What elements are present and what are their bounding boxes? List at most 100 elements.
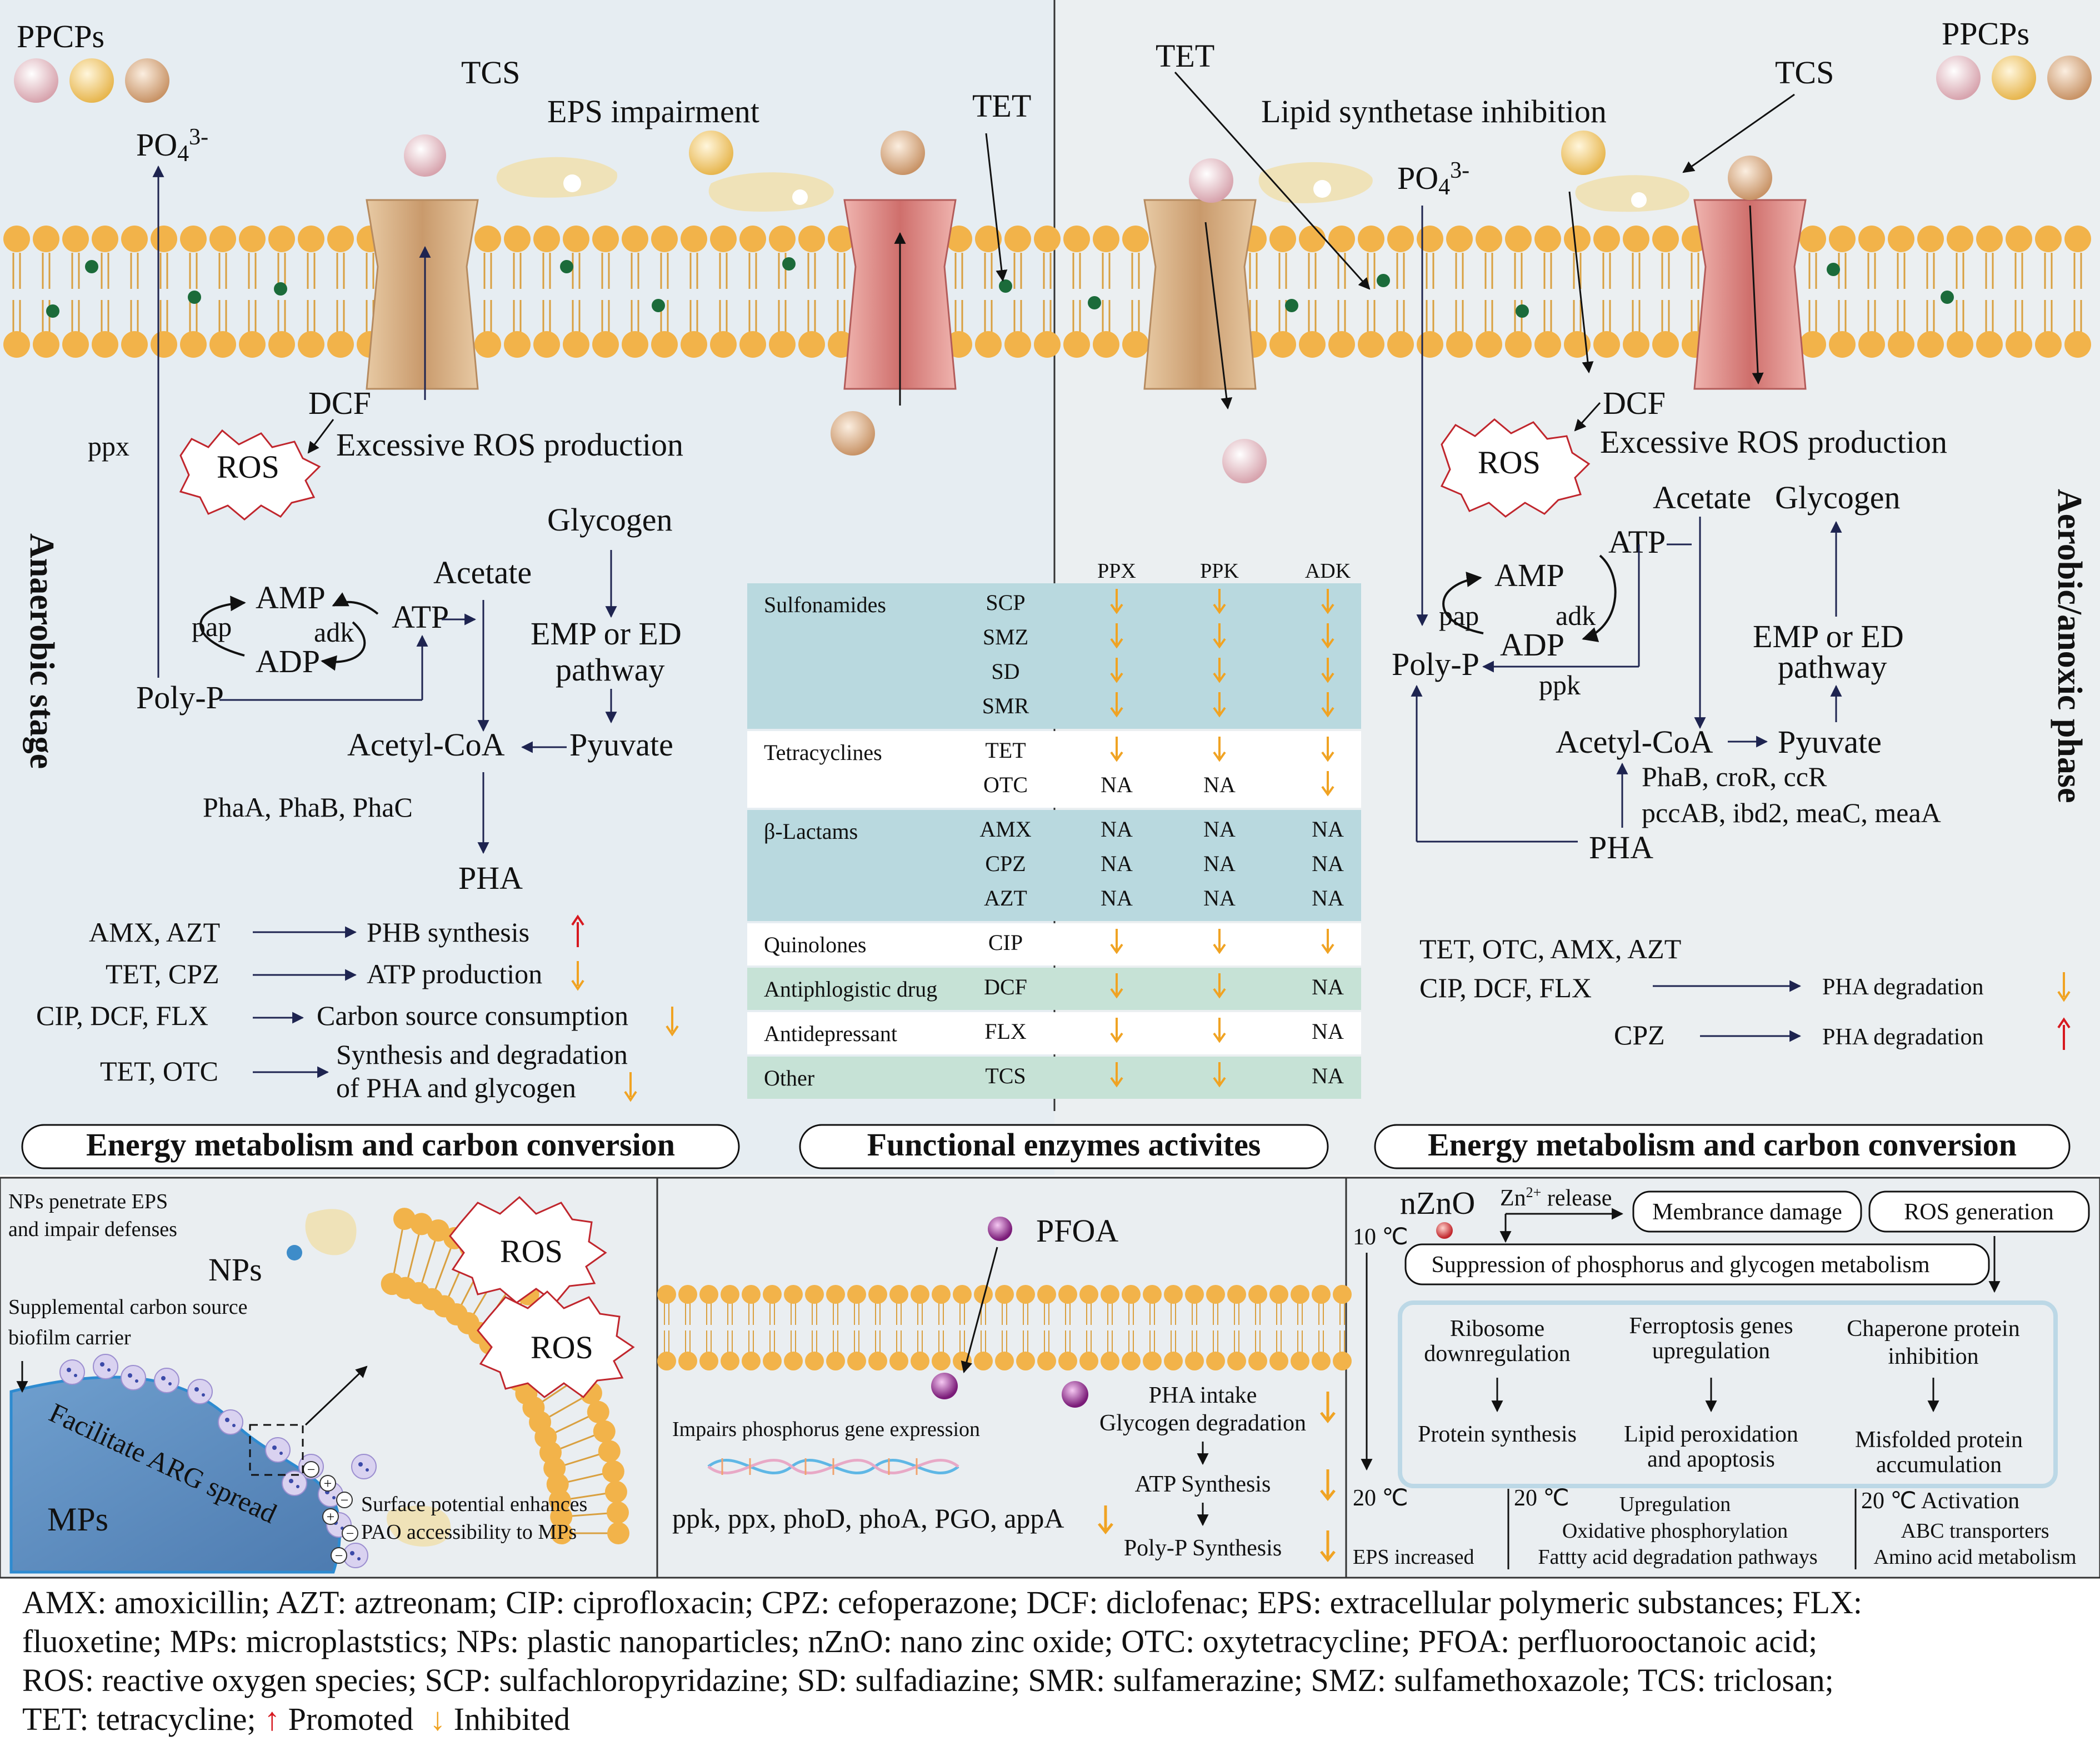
inhibited-arrow-icon [2057,972,2071,1002]
eps-increased: EPS increased [1353,1545,1474,1569]
inhibited-arrow-icon [1110,929,1123,954]
temp-20: 20 ℃ [1353,1485,1408,1511]
surface-note-1: Surface potential enhances [361,1493,587,1516]
footer-pill-mid [799,1124,1329,1169]
adk-label: adk [314,617,354,648]
membrane-protein-dot [1827,263,1840,276]
table-value-cell: NA [1312,885,1344,910]
membrane-damage-box [1632,1190,1862,1233]
emp-label-2: pathway [556,652,665,688]
table-value-cell: NA [1101,885,1133,910]
inhibited-arrow-icon [1110,623,1123,649]
glycogen-deg-label: Glycogen degradation [1099,1410,1306,1436]
promoted-arrow-icon [2057,1017,2071,1050]
polyp-syn-label: Poly-P Synthesis [1124,1535,1282,1561]
atp-label-right: ATP [1608,524,1666,560]
membrane-damage-label: Membrance damage [1652,1199,1842,1225]
table-group-row [747,923,1361,965]
col3-temp: 20 ℃ Activation [1861,1488,2019,1514]
eps-note-1: NPs penetrate EPS [8,1190,168,1213]
ros-burst-np2 [477,1290,635,1399]
ros-burst [179,429,321,521]
bottom-right-panel [1345,1177,2100,1579]
eps-blob [1258,162,1373,203]
ppcp-molecule [831,411,875,456]
aerobic-phase-label: Aerobic/anoxic phase [2051,489,2088,803]
surface-note-2: PAO accessibility to MPs [361,1520,577,1544]
pfoa-label: PFOA [1036,1213,1118,1249]
inhibited-arrow-icon [1321,929,1334,954]
inhibited-arrow-icon [1213,973,1226,999]
legend-tet: TET: tetracycline; [22,1701,256,1737]
pfoa-molecule-icon [988,1217,1012,1241]
ribosome-1: Ribosome [1450,1316,1544,1342]
effect-drugs-3: CIP, DCF, FLX [36,1000,208,1031]
table-group-row [747,968,1361,1010]
atp-syn-label: ATP Synthesis [1135,1472,1271,1497]
lipid-inhibition-label: Lipid synthetase inhibition [1261,93,1607,129]
table-group-name: Antiphlogistic drug [764,977,937,1002]
tet-label-right: TET [1156,38,1214,74]
inhibited-arrow-icon [1321,737,1334,762]
effect-drugs-4: TET, OTC [100,1055,218,1087]
mps-label: MPs [47,1501,108,1538]
right-effect-target-1: PHA degradation [1822,974,1983,1000]
pyuvate-label-right: Pyuvate [1778,724,1882,760]
ppcp-molecule [14,58,58,103]
table-drug-cell: AZT [984,885,1027,910]
ppk-label: ppk [1539,669,1581,701]
polyp-label: Poly-P [136,679,224,716]
pap-label-right: pap [1439,600,1479,631]
pyuvate-label: Pyuvate [569,727,673,763]
tet-label: TET [972,88,1031,124]
inhibited-arrow-icon [1213,623,1226,649]
legend-line-3: ROS: reactive oxygen species; SCP: sulfa… [22,1662,1834,1698]
tcs-label-right: TCS [1775,54,1834,91]
table-value-cell: NA [1203,885,1236,910]
inhibited-arrow-icon [1110,692,1123,718]
table-drug-cell: OTC [983,772,1028,797]
table-value-cell: NA [1312,974,1344,999]
inhibited-arrow-icon [1320,1392,1336,1424]
membrane-protein-dot [999,279,1012,293]
footer-mid-label: Functional enzymes activites [867,1127,1261,1163]
enzyme-column-header: PPX [1097,559,1136,583]
legend-line-1: AMX: amoxicillin; AZT: aztreonam; CIP: c… [22,1584,1862,1620]
inhibited-arrow-icon [1321,771,1334,797]
lipid-1: Lipid peroxidation [1624,1422,1798,1447]
membrane-protein-dot [85,260,98,273]
glycogen-label: Glycogen [547,502,673,538]
table-group-name: Quinolones [764,932,866,957]
inhibited-arrow-icon [1213,658,1226,683]
membrane-protein-dot [1941,291,1954,304]
ppcps-label-right: PPCPs [1942,16,2029,52]
carbon-note-1: Supplemental carbon source [8,1295,248,1319]
ros-np-2: ROS [531,1329,593,1365]
tcs-molecule [404,134,446,177]
effect-target-3: Carbon source consumption [317,1000,628,1031]
effect-target-1: PHB synthesis [367,917,529,948]
misfold-1: Misfolded protein [1855,1427,2023,1453]
right-effect-drugs-2: CPZ [1614,1019,1665,1050]
atp-label: ATP [392,599,449,635]
inhibited-arrow-icon [1213,1018,1226,1043]
footer-pill-right [1374,1124,2071,1169]
footer-pill-left [21,1124,740,1169]
ppcp-molecule [1222,439,1267,483]
table-group-row [747,583,1361,729]
ppcp-molecule [689,131,733,175]
amp-label-right: AMP [1494,557,1564,593]
svg-text:−: − [307,1462,316,1478]
inhibited-arrow-icon [1110,658,1123,683]
inhibited-arrow-icon [1320,1530,1336,1563]
table-value-cell: NA [1203,851,1236,876]
table-group-name: β-Lactams [764,819,858,844]
eps-blob [496,157,618,198]
pha-intake-label: PHA intake [1149,1383,1257,1408]
lipid-2: and apoptosis [1647,1447,1775,1472]
inhibited-arrow-icon [1110,737,1123,762]
excessive-ros-label-right: Excessive ROS production [1600,424,1947,460]
table-drug-cell: SMR [982,693,1029,718]
genes-label: ppk, ppx, phoD, phoA, PGO, appA [672,1503,1064,1534]
nzno-particle-icon [1436,1222,1453,1239]
